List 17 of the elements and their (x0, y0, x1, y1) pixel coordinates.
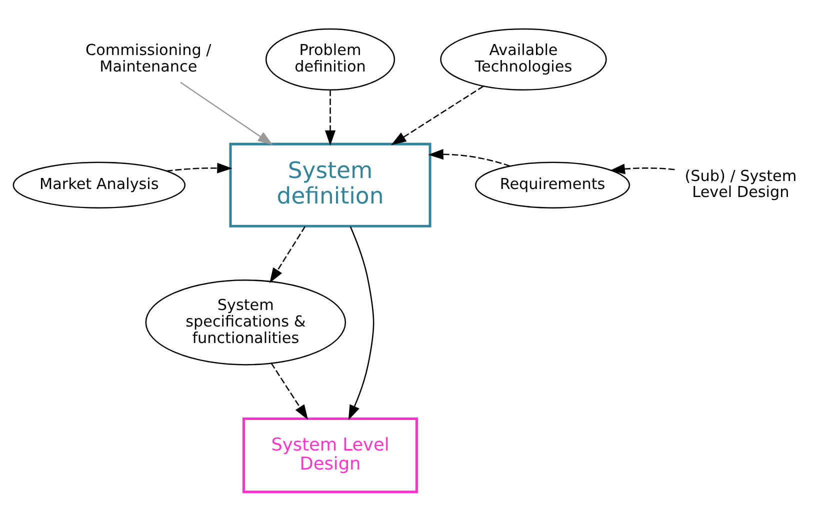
arrow (348, 226, 374, 420)
arrow (270, 226, 306, 283)
arrow (180, 81, 273, 144)
arrow (324, 89, 336, 146)
node-box: System definition (229, 142, 432, 227)
node-ellipse: Market Analysis (12, 161, 186, 208)
arrow (391, 85, 484, 145)
arrow (428, 148, 510, 166)
arrow (270, 362, 308, 420)
node-text: Commissioning / Maintenance (86, 40, 212, 76)
node-ellipse: Problem definition (265, 28, 396, 90)
node-ellipse: System specifications & functionalities (145, 279, 346, 365)
arrow (610, 163, 675, 174)
node-box: System Level Design (242, 416, 418, 493)
node-ellipse: Available Technologies (440, 28, 607, 90)
node-text: (Sub) / System Level Design (684, 166, 797, 201)
arrow (166, 162, 232, 173)
